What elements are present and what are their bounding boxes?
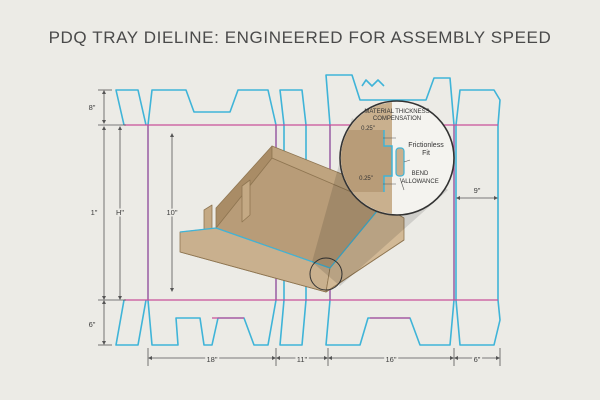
callout-friction-1: Frictionless <box>408 142 444 149</box>
callout-heading-1: MATERIAL THICKNESS <box>364 109 429 115</box>
assembled-tray-illustration <box>179 145 405 293</box>
dim-bottom-3: 16" <box>385 355 396 364</box>
callout-heading-2: COMPENSATION <box>373 116 421 122</box>
dim-bottom-1: 18" <box>206 355 217 364</box>
callout-bend-2: ALLOWANCE <box>401 179 438 185</box>
callout-dim-bottom: 0.25" <box>359 176 373 182</box>
main-panel-cut <box>325 74 455 346</box>
dim-depth: 10" <box>166 208 177 217</box>
dim-height-outer: 1" <box>91 208 98 217</box>
tray-left-tab <box>241 179 251 223</box>
dim-flap-top: 8" <box>89 103 96 112</box>
dimension-labels: 8" 1" H" 10" 6" 9" 18" 11" 16" 6" <box>89 103 483 366</box>
callout-bend-1: BEND <box>412 171 429 177</box>
dim-height-inner: H" <box>116 208 124 217</box>
detail-marker-circle <box>309 257 343 291</box>
callout-dim-top: 0.25" <box>361 126 375 132</box>
far-left-flap-cut <box>115 299 147 346</box>
dim-right-panel: 9" <box>474 186 481 195</box>
dim-flap-bottom: 6" <box>89 320 96 329</box>
top-notch-cut <box>361 79 385 87</box>
far-left-flap-top-cut <box>115 89 147 126</box>
callout-friction-2: Fit <box>422 150 430 157</box>
right-panel-cut <box>455 89 501 346</box>
dim-bottom-4: 6" <box>474 355 481 364</box>
dimension-lines <box>98 89 501 366</box>
page-title: PDQ TRAY DIELINE: ENGINEERED FOR ASSEMBL… <box>48 28 552 47</box>
dim-bottom-2: 11" <box>297 355 308 364</box>
